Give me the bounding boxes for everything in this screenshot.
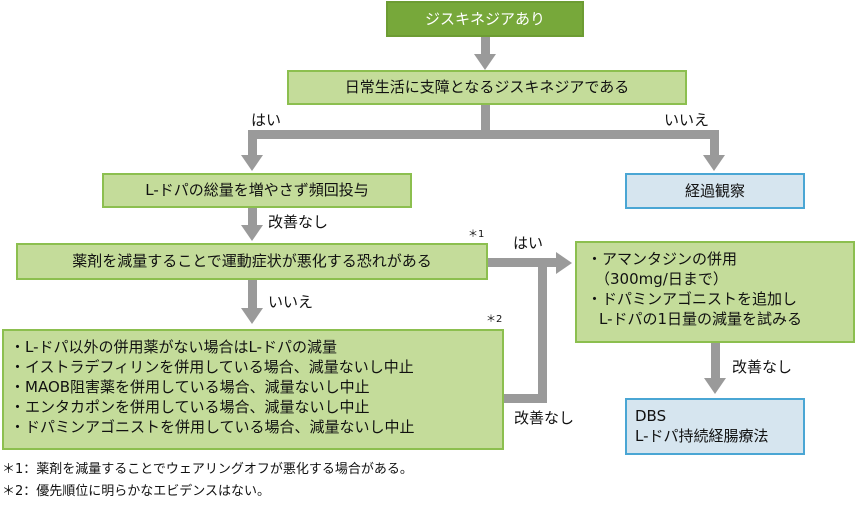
node-q2-text: 薬剤を減量することで運動症状が悪化する恐れがある [72,252,432,270]
connector-loop-horizontal [504,394,547,403]
reduce-item-5: ・ドパミンアゴニストを併用している場合、減量ないし中止 [10,418,415,436]
connector-yes-down [248,130,257,156]
footnote-1: ＊1：薬剤を減量することでウェアリングオフが悪化する場合がある。 [2,462,413,477]
arrow-to-advanced [704,378,726,394]
connector-loop-vertical [538,258,547,403]
label-no-improvement-3: 改善なし [732,358,793,376]
arrow-to-frequent-dosing [241,155,263,171]
connector-q1-branch [248,130,719,139]
label-no-improvement-2: 改善なし [514,409,575,427]
arrow-to-q2 [241,225,263,241]
reduce-item-1: ・L-ドパ以外の併用薬がない場合はL-ドパの減量 [10,338,338,356]
node-q1-daily-life: 日常生活に支障となるジスキネジアである [287,70,687,105]
label-no-2: いいえ [268,293,314,311]
node-observation: 経過観察 [625,173,805,209]
advanced-item-levodopa: L-ドパ持続経腸療法 [635,427,769,445]
reduce-item-4: ・エンタカポンを併用している場合、減量ないし中止 [10,398,370,416]
amantadine-item-3: ・ドパミンアゴニストを追加し [587,290,798,308]
amantadine-item-4: L-ドパの1日量の減量を試みる [599,310,803,328]
amantadine-item-1: ・アマンタジンの併用 [587,250,738,268]
node-advanced-therapy: DBS L-ドパ持続経腸療法 [625,398,805,455]
note-marker-2: ＊2 [486,314,503,325]
node-start: ジスキネジアあり [386,1,584,37]
node-frequent-dosing: L-ドパの総量を増やさず頻回投与 [102,173,412,208]
node-frequent-dosing-text: L-ドパの総量を増やさず頻回投与 [145,181,369,199]
connector-frequent-q2 [248,207,257,229]
footnote-2: ＊2：優先順位に明らかなエビデンスはない。 [2,484,271,499]
node-reduce-list: ・L-ドパ以外の併用薬がない場合はL-ドパの減量 ・イストラデフィリンを併用して… [2,329,504,450]
label-yes-1: はい [251,111,282,129]
reduce-item-3: ・MAOB阻害薬を併用している場合、減量ないし中止 [10,378,370,396]
note-marker-1: ＊1 [468,229,485,240]
reduce-item-2: ・イストラデフィリンを併用している場合、減量ないし中止 [10,358,414,376]
node-observation-text: 経過観察 [684,181,745,200]
amantadine-item-2: （300mg/日まで） [595,270,728,288]
connector-start-q1 [481,37,490,57]
connector-amantadine-advanced [711,343,720,381]
node-start-text: ジスキネジアあり [424,9,545,28]
advanced-item-dbs: DBS [635,407,667,425]
label-no-1: いいえ [664,111,710,129]
node-q2-motor-worsening: 薬剤を減量することで運動症状が悪化する恐れがある [16,243,488,280]
connector-no-down [710,130,719,156]
connector-q1-down [481,105,490,135]
arrow-to-reduce-list [241,308,263,324]
arrow-to-amantadine [556,252,572,274]
arrow-to-observation [703,155,725,171]
connector-q2-right [488,258,556,267]
label-yes-2: はい [513,234,544,252]
connector-q2-down [248,280,257,310]
arrow-to-q1 [474,54,496,70]
node-amantadine: ・アマンタジンの併用 （300mg/日まで） ・ドパミンアゴニストを追加し L-… [575,241,855,343]
node-q1-text: 日常生活に支障となるジスキネジアである [344,78,630,96]
label-no-improvement-1: 改善なし [268,213,329,231]
